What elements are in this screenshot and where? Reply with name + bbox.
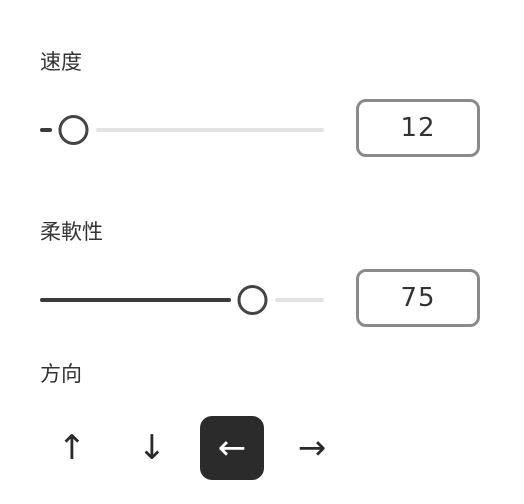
direction-button-group: ↑ ↓ ← → — [40, 416, 344, 480]
speed-value-input[interactable]: 12 — [356, 99, 480, 157]
speed-slider-track — [96, 128, 324, 132]
flexibility-slider-thumb[interactable] — [237, 285, 268, 315]
direction-left-button[interactable]: ← — [200, 416, 264, 480]
flexibility-slider[interactable] — [40, 282, 324, 318]
flexibility-label: 柔軟性 — [40, 220, 103, 244]
speed-slider-thumb[interactable] — [58, 115, 89, 145]
arrow-left-icon: ← — [217, 428, 247, 468]
direction-right-button[interactable]: → — [280, 416, 344, 480]
speed-slider[interactable] — [40, 112, 324, 148]
flexibility-slider-fill — [40, 298, 231, 302]
speed-slider-fill — [40, 128, 53, 132]
arrow-up-icon: ↑ — [57, 428, 87, 468]
direction-label: 方向 — [40, 362, 82, 386]
arrow-down-icon: ↓ — [137, 428, 167, 468]
direction-down-button[interactable]: ↓ — [120, 416, 184, 480]
flexibility-value-input[interactable]: 75 — [356, 269, 480, 327]
flexibility-slider-track — [275, 298, 324, 302]
speed-label: 速度 — [40, 50, 82, 74]
direction-up-button[interactable]: ↑ — [40, 416, 104, 480]
arrow-right-icon: → — [297, 428, 327, 468]
